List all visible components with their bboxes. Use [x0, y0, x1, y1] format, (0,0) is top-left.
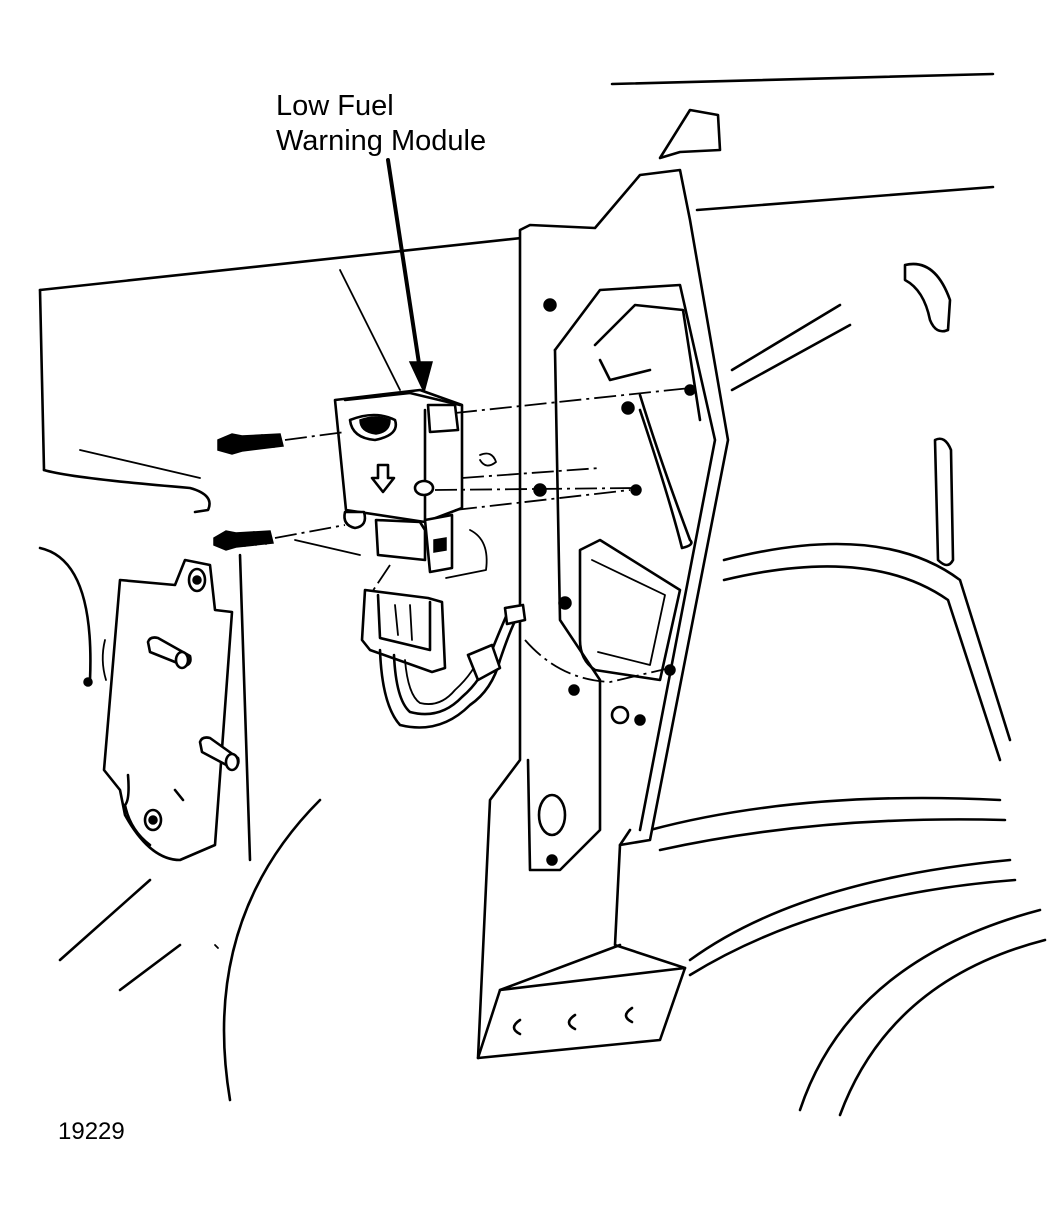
harness-connector [360, 588, 527, 729]
mounting-bracket [102, 553, 252, 949]
low-fuel-warning-module [333, 269, 497, 579]
callout-leader-line [386, 158, 422, 372]
callout-line-2: Warning Module [276, 125, 486, 157]
callout-line-1: Low Fuel [276, 90, 394, 122]
vehicle-body-lines [38, 72, 1047, 1117]
figure-number: 19229 [58, 1118, 125, 1145]
module-callout: Low Fuel Warning Module [276, 90, 486, 395]
alignment-lines [274, 387, 691, 683]
mounting-screws [213, 433, 284, 551]
callout-arrowhead [408, 361, 433, 395]
pillar-panel [476, 108, 730, 1060]
